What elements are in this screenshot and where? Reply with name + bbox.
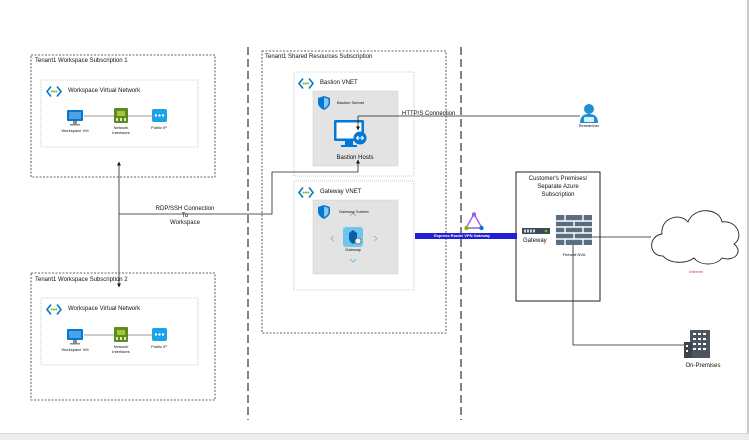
gateway-subnet-shield-icon bbox=[318, 205, 330, 219]
subscription-1-box bbox=[30, 54, 216, 178]
customer-gateway-icon bbox=[522, 228, 550, 234]
workspace-vnet-1-label: Workspace Virtual Network bbox=[68, 88, 141, 94]
gateway-vnet-label: Gateway VNET bbox=[320, 189, 362, 195]
window-right-edge bbox=[747, 0, 749, 440]
on-premises-building-icon bbox=[684, 330, 710, 358]
rdp-connection-label-3: Workspace bbox=[170, 220, 200, 226]
workspace-vnet-2-label: Workspace Virtual Network bbox=[68, 306, 141, 312]
bastion-subnet-shield-icon bbox=[318, 96, 330, 110]
express-route-label: Express Route/ VPN Gateway bbox=[434, 233, 491, 238]
workspace-vm-1-label: Workspace VM bbox=[61, 128, 89, 133]
public-ip-icon-2 bbox=[152, 328, 167, 341]
network-interface-icon-2 bbox=[114, 327, 128, 342]
network-interface-icon-1 bbox=[114, 108, 128, 123]
rdp-connection-label-2: To bbox=[181, 213, 189, 219]
network-interfaces-1-line2: Interfaces bbox=[112, 130, 130, 135]
vnet-icon-bastion bbox=[297, 78, 315, 89]
public-ip-1-label: Public IP bbox=[151, 125, 167, 130]
firewall-label: Firewall NVA bbox=[562, 252, 586, 257]
network-interfaces-2-line1: Network bbox=[113, 344, 129, 349]
bastion-hosts-label: Bastion Hosts bbox=[336, 155, 374, 161]
bastion-vnet-box bbox=[293, 71, 415, 177]
express-route-icon bbox=[464, 212, 484, 231]
vnet-icon-2 bbox=[45, 304, 63, 315]
rdp-connection-line bbox=[119, 159, 360, 215]
vnet-icon-1 bbox=[45, 85, 63, 98]
scroll-up-icon bbox=[349, 212, 357, 217]
network-interfaces-1-line1: Network bbox=[113, 125, 129, 130]
workspace-vnet-1-box bbox=[40, 79, 199, 148]
bastion-subnet-label: Bastion Subnet bbox=[337, 100, 365, 105]
on-premises-label: On-Premises bbox=[685, 363, 721, 369]
rdp-connection-label-1: RDP/SSH Connection bbox=[155, 206, 215, 212]
bastion-vnet-label: Bastion VNET bbox=[320, 80, 358, 86]
gateway-vnet-box bbox=[293, 180, 415, 291]
subscription-2-title: Tenant1 Workspace Subscription 2 bbox=[35, 277, 128, 283]
bastion-host-icon bbox=[334, 120, 367, 147]
premises-title-3: Subscription bbox=[541, 192, 575, 198]
scroll-down-icon bbox=[349, 258, 357, 263]
horizontal-scrollbar[interactable] bbox=[0, 433, 749, 440]
subscription-2-box bbox=[30, 272, 216, 401]
gateway-subnet-label: Gateway Subnet bbox=[339, 209, 369, 214]
researcher-label: Researcher bbox=[578, 123, 600, 128]
scroll-right-icon bbox=[373, 235, 378, 242]
internet-label: Internet bbox=[689, 269, 703, 274]
https-connection-label: HTTP/S Connection bbox=[402, 111, 456, 117]
premises-title-2: Separate Azure bbox=[537, 184, 579, 190]
public-ip-icon-1 bbox=[152, 109, 167, 122]
customer-gateway-label: Gateway bbox=[523, 238, 547, 244]
network-interfaces-2-line2: Interfaces bbox=[112, 349, 130, 354]
vnet-icon-gateway bbox=[297, 187, 315, 198]
shared-subscription-title: Tenant1 Shared Resources Subscription bbox=[265, 54, 373, 60]
workspace-vm-2-label: Workspace VM bbox=[61, 347, 89, 352]
workspace-vnet-2-box bbox=[40, 297, 199, 366]
subscription-1-title: Tenant1 Workspace Subscription 1 bbox=[35, 58, 128, 64]
gateway-small-label: Gateway bbox=[345, 247, 361, 252]
public-ip-2-label: Public IP bbox=[151, 344, 167, 349]
internet-cloud-icon bbox=[651, 210, 740, 265]
workspace-vm-icon-2 bbox=[67, 329, 83, 345]
on-premises-link bbox=[572, 245, 684, 346]
premises-title-1: Customer's Premises/ bbox=[528, 176, 588, 182]
firewall-icon bbox=[556, 215, 592, 245]
researcher-icon bbox=[580, 104, 598, 123]
shared-subscription-box bbox=[261, 50, 447, 334]
scroll-left-icon bbox=[330, 235, 335, 242]
vpn-gateway-icon bbox=[343, 227, 363, 247]
express-route-bar bbox=[415, 233, 517, 239]
workspace-vm-icon-1 bbox=[67, 110, 83, 126]
